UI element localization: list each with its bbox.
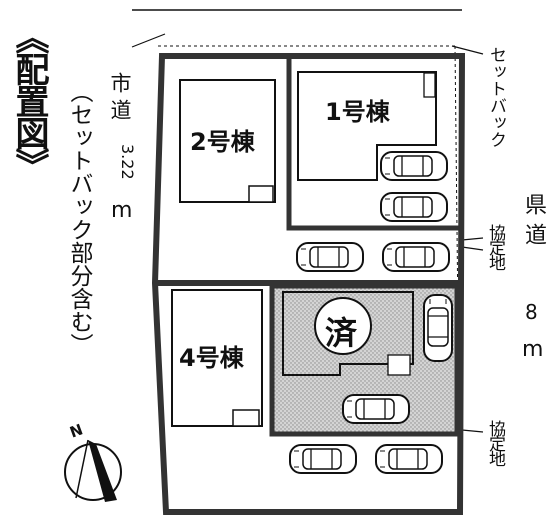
agreement-leader-2 [461, 429, 484, 433]
sold-badge-text: 済 [325, 314, 358, 352]
setback-leader-right [451, 45, 484, 55]
house-3-outline [282, 291, 414, 376]
house-3-entrance [387, 354, 411, 376]
agreement-leader-1b [461, 246, 484, 251]
left-road-note: （セットバック部分含む） [66, 80, 92, 356]
house-2-entrance [248, 185, 274, 203]
lot-1-boundary [286, 56, 462, 231]
parking-car-2b [382, 242, 450, 272]
parking-car-2a [296, 242, 364, 272]
sold-badge-circle [314, 297, 372, 355]
house-2-outline [179, 79, 276, 203]
setback-dashed-line-right [454, 45, 461, 506]
agreement-land-label-1: 協定地 [485, 224, 505, 269]
right-road-name: 県道 [521, 193, 546, 253]
parking-car-3b [342, 394, 410, 424]
map-title: 《配置図》 [9, 20, 49, 180]
house-4-outline [171, 289, 263, 427]
left-road-unit: m [111, 198, 133, 223]
parking-car-4a [289, 444, 357, 474]
lot-2-label: 2号棟 [190, 128, 255, 156]
house-4-entrance [232, 409, 260, 427]
agreement-land-label-2: 協定地 [485, 420, 505, 465]
lot-4-label: 4号棟 [179, 344, 244, 372]
setback-leader [131, 33, 166, 48]
lot-1-label: 1号棟 [325, 98, 390, 126]
north-arrow-icon [64, 439, 122, 502]
house-1-outline [297, 71, 437, 181]
site-boundary [151, 53, 466, 515]
right-road-unit: m [522, 337, 544, 362]
parking-car-3a [423, 294, 453, 362]
parking-car-4b [375, 444, 443, 474]
parking-car-1a [380, 151, 448, 181]
left-road-width: 3.22 [118, 144, 137, 180]
parking-car-1b [380, 192, 448, 222]
agreement-leader-1a [461, 237, 484, 241]
left-road-name: 市道 [108, 72, 132, 126]
right-road-width: 8 [525, 300, 538, 324]
house-1-entrance [423, 72, 436, 98]
setback-label: セットバック [486, 46, 506, 148]
